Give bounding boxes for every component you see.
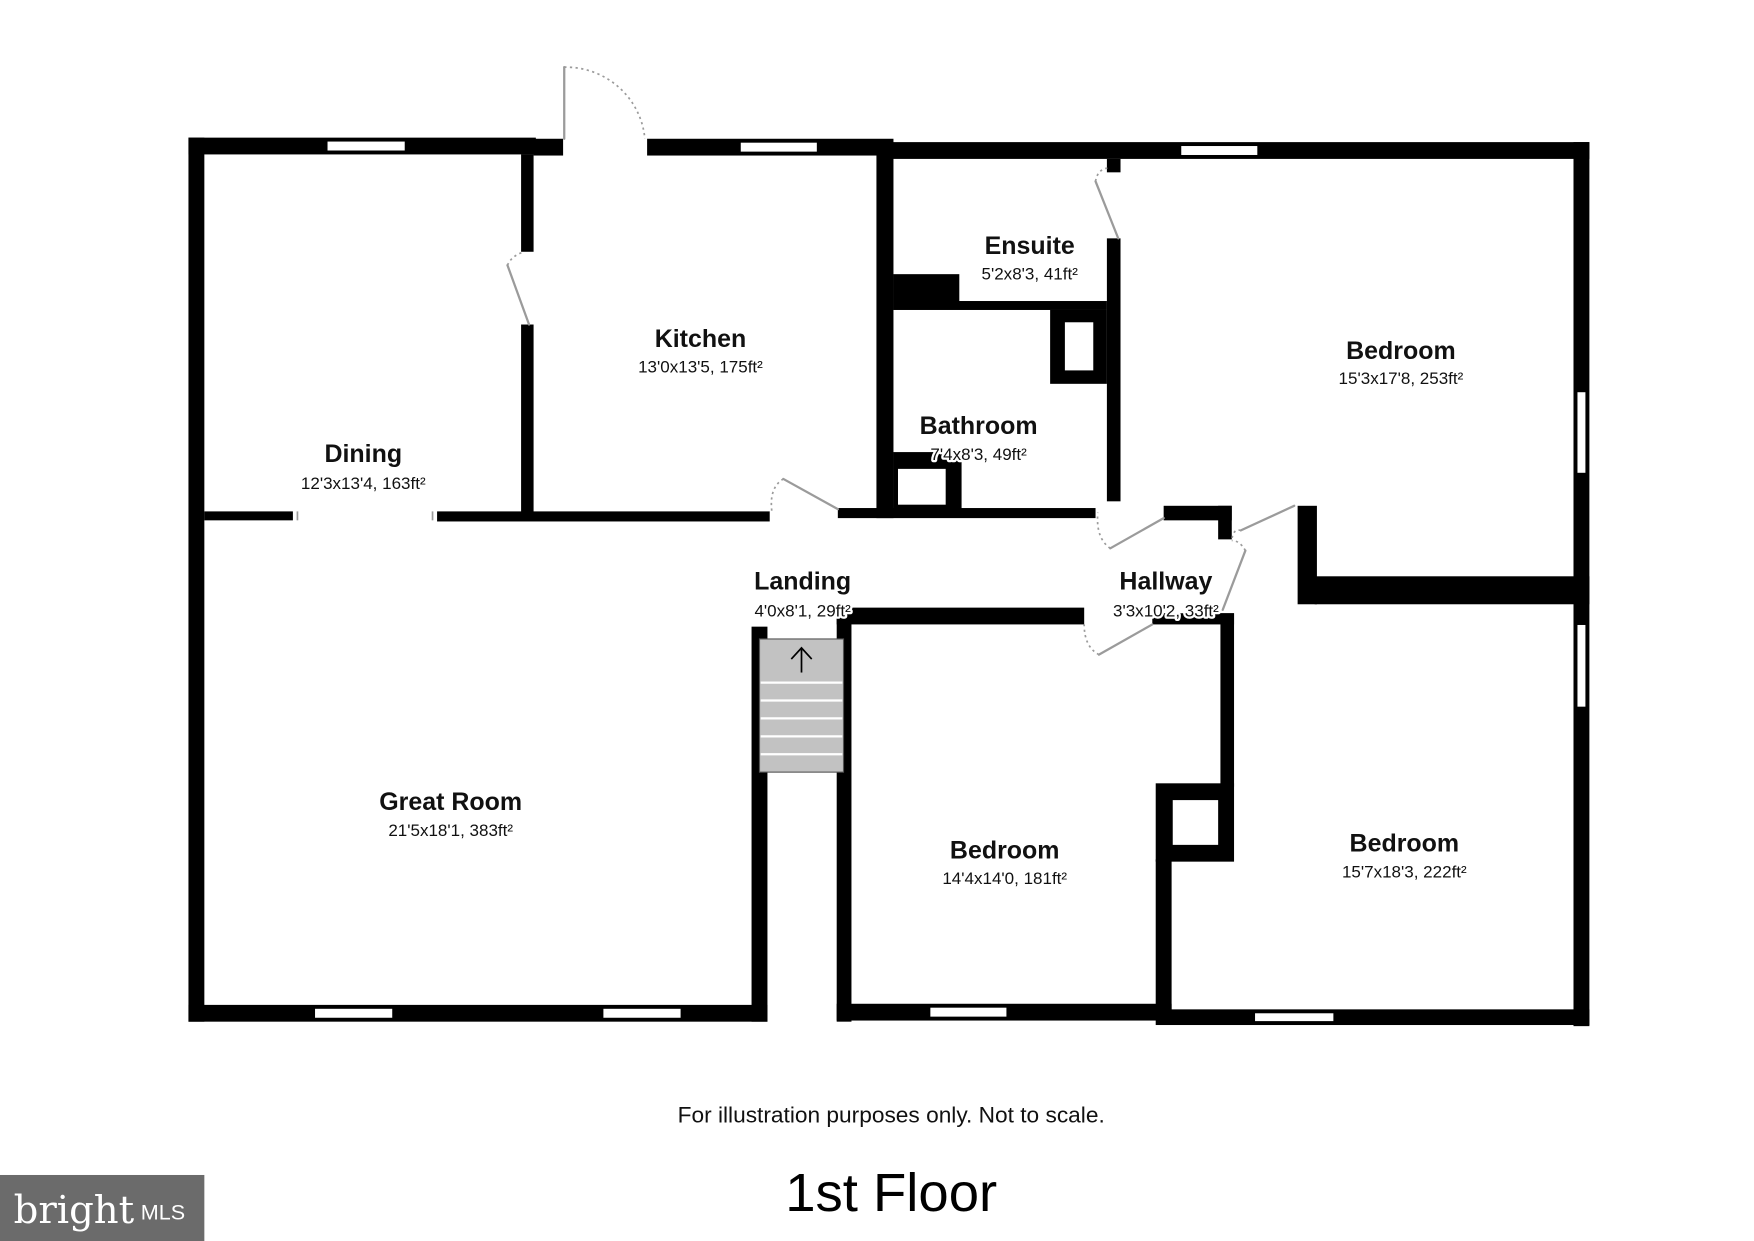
wall-dining-great-room (204, 511, 293, 521)
room-labels: Dining 12'3x13'4, 163ft² Kitchen 13'0x13… (299, 233, 1470, 890)
door-kitchen-landing (770, 477, 839, 513)
wall-hallway-stub (1163, 505, 1232, 521)
wall-exterior-top-kitchen-left (533, 138, 564, 156)
door-hallway-bedroom-right (1221, 539, 1247, 611)
window-bedroom-middle-bottom (929, 1006, 1008, 1018)
wall-exterior-left (188, 137, 205, 1022)
room-name-hallway: Hallway (1119, 569, 1212, 596)
door-leaf (506, 264, 531, 326)
logo-suffix-text: MLS (141, 1201, 185, 1225)
door-hallway-bedroom-upper (1230, 504, 1296, 541)
doors (506, 66, 1296, 656)
wall-exterior-bottom-bedroom-right (1155, 1009, 1590, 1026)
door-leaf (1239, 504, 1296, 532)
door-ensuite-bedroom (1094, 167, 1120, 240)
door-leaf (782, 477, 839, 511)
room-name-bathroom: Bathroom (920, 413, 1038, 440)
door-swing-arc (1096, 512, 1111, 550)
wall-ensuite-bedroom-stub (1106, 158, 1121, 173)
window-kitchen-top (739, 141, 818, 153)
wall-kitchen-bath-landing (837, 508, 1096, 519)
room-dims-bedroom-middle: 14'4x14'0, 181ft² (942, 869, 1067, 888)
floor-title: 1st Floor (785, 1163, 997, 1223)
stairs (758, 638, 845, 773)
room-dims-landing: 4'0x8'1, 29ft² (754, 602, 851, 621)
door-swing-arc (564, 66, 646, 139)
door-swing-arc (770, 478, 784, 513)
door-bath-hallway (1096, 512, 1165, 550)
door-kitchen-exterior (563, 66, 646, 140)
bright-mls-logo: bright MLS (0, 1174, 205, 1241)
wall-dining-kitchen-lower (521, 324, 534, 515)
logo-brand-text: bright (14, 1188, 135, 1233)
room-dims-dining: 12'3x13'4, 163ft² (301, 474, 426, 493)
windows (313, 140, 1587, 1023)
window-dining-top (326, 140, 406, 152)
room-dims-ensuite: 5'2x8'3, 41ft² (982, 265, 1079, 284)
opening-dining-great-room (296, 511, 434, 521)
wall-bedroom-upper-bottom (1314, 576, 1590, 605)
room-name-kitchen: Kitchen (655, 326, 747, 353)
door-leaf (1097, 623, 1154, 656)
wall-bedroom-middle-top-left (836, 607, 1085, 625)
window-bedroom-right-side (1576, 623, 1587, 708)
door-swing-arc (1230, 529, 1242, 541)
room-dims-hallway: 3'3x10'2, 33ft² (1113, 602, 1219, 621)
closet-interior (1172, 800, 1219, 845)
wall-dining-kitchen-upper (521, 154, 534, 252)
bathroom-fixture-interior (898, 468, 946, 505)
wall-bedroom-middle-top-right (1152, 613, 1235, 625)
logo-background (0, 1174, 205, 1241)
room-name-bedroom-upper: Bedroom (1346, 338, 1456, 365)
door-dining-kitchen (506, 250, 531, 326)
window-great-room-bottom-right (602, 1007, 682, 1019)
door-swing-arc (1094, 167, 1111, 182)
wall-hallway-post (1218, 505, 1232, 540)
room-dims-kitchen: 13'0x13'5, 175ft² (638, 358, 763, 377)
wall-kitchen-great-room (437, 511, 770, 522)
room-name-bedroom-middle: Bedroom (950, 837, 1060, 864)
window-bedroom-upper-top (1180, 144, 1259, 157)
door-leaf (1094, 180, 1120, 240)
room-name-dining: Dining (324, 441, 402, 468)
wall-bedroom-upper-southwest (1297, 505, 1317, 605)
room-name-great-room: Great Room (379, 789, 522, 816)
room-dims-great-room: 21'5x18'1, 383ft² (388, 821, 513, 840)
up-arrow-icon (790, 646, 813, 673)
up-arrow-head (790, 646, 813, 660)
wall-bedroom-middle-right-lower (1155, 859, 1172, 1012)
room-dims-bedroom-right: 15'7x18'3, 222ft² (1342, 862, 1467, 881)
door-leaf (1221, 549, 1247, 611)
room-dims-bathroom: 7'4x8'3, 49ft² (930, 445, 1027, 464)
window-great-room-bottom-left (313, 1007, 394, 1019)
wall-ensuite-bathroom (893, 301, 1107, 310)
window-bedroom-right-bottom (1253, 1012, 1335, 1023)
window-bedroom-upper-right (1576, 391, 1587, 474)
room-name-landing: Landing (754, 569, 851, 596)
wall-kitchen-right (876, 142, 894, 519)
fixture-interiors (898, 322, 1219, 845)
door-hallway-bedroom-middle (1083, 623, 1154, 656)
door-swing-arc (1231, 539, 1247, 551)
disclaimer: For illustration purposes only. Not to s… (678, 1103, 1105, 1128)
door-leaf (1109, 516, 1165, 550)
wall-ensuite-block (893, 274, 960, 306)
room-dims-bedroom-upper: 15'3x17'8, 253ft² (1339, 369, 1464, 388)
door-swing-arc (506, 250, 525, 266)
bathroom-cabinet-interior (1064, 322, 1094, 371)
wall-bath-bedroom (1106, 238, 1121, 502)
room-name-ensuite: Ensuite (985, 233, 1075, 260)
room-name-bedroom-right: Bedroom (1350, 831, 1460, 858)
wall-bedroom-middle-right-upper (1220, 613, 1235, 787)
